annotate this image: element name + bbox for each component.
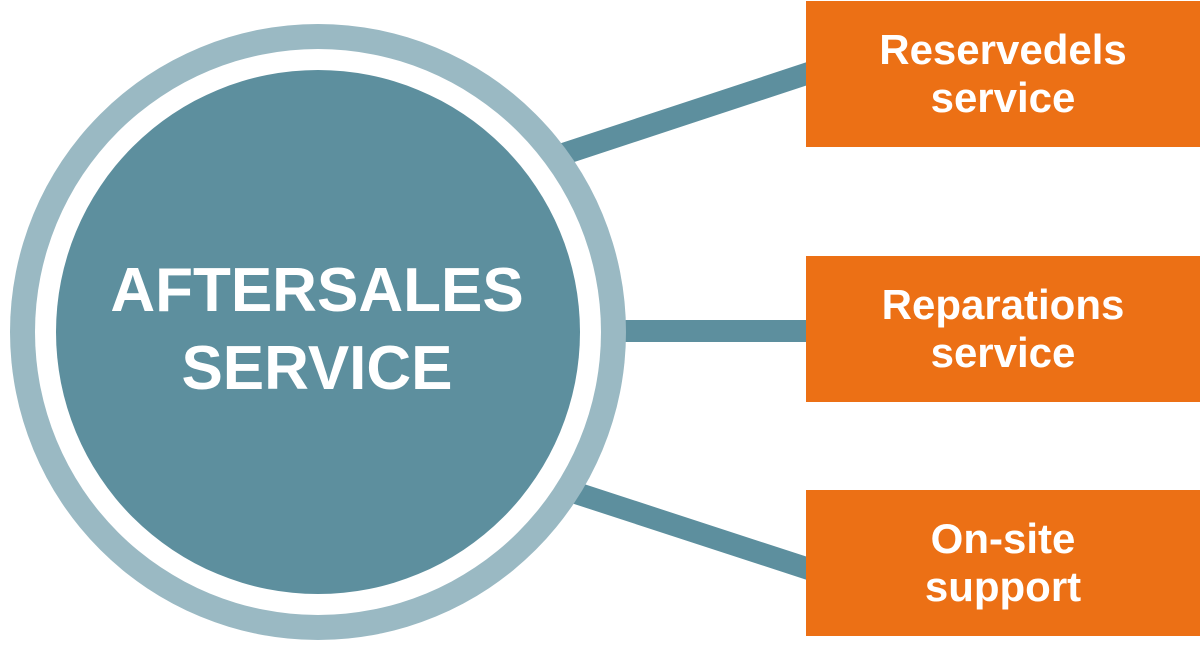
- box-onsite-line2: support: [924, 563, 1082, 610]
- connector-line-1: [526, 61, 816, 176]
- center-title-line2: SERVICE: [181, 334, 453, 403]
- box-reparations-service: Reparations service: [806, 256, 1200, 402]
- box-reservedels-line1: Reservedels: [879, 26, 1127, 73]
- center-title-line1: AFTERSALES: [110, 256, 524, 325]
- box-onsite-line1: On-site: [930, 515, 1076, 562]
- box-reparations-line2: service: [930, 329, 1076, 376]
- inner-circle: [56, 70, 580, 594]
- box-reservedels-service: Reservedels service: [806, 1, 1200, 147]
- box-reparations-bg: [806, 256, 1200, 402]
- box-onsite-bg: [806, 490, 1200, 636]
- center-title: AFTERSALES SERVICE: [58, 240, 576, 420]
- box-reparations-line1: Reparations: [881, 281, 1125, 328]
- box-reservedels-bg: [806, 1, 1200, 147]
- box-onsite-support: On-site support: [806, 490, 1200, 636]
- box-reservedels-line2: service: [930, 74, 1076, 121]
